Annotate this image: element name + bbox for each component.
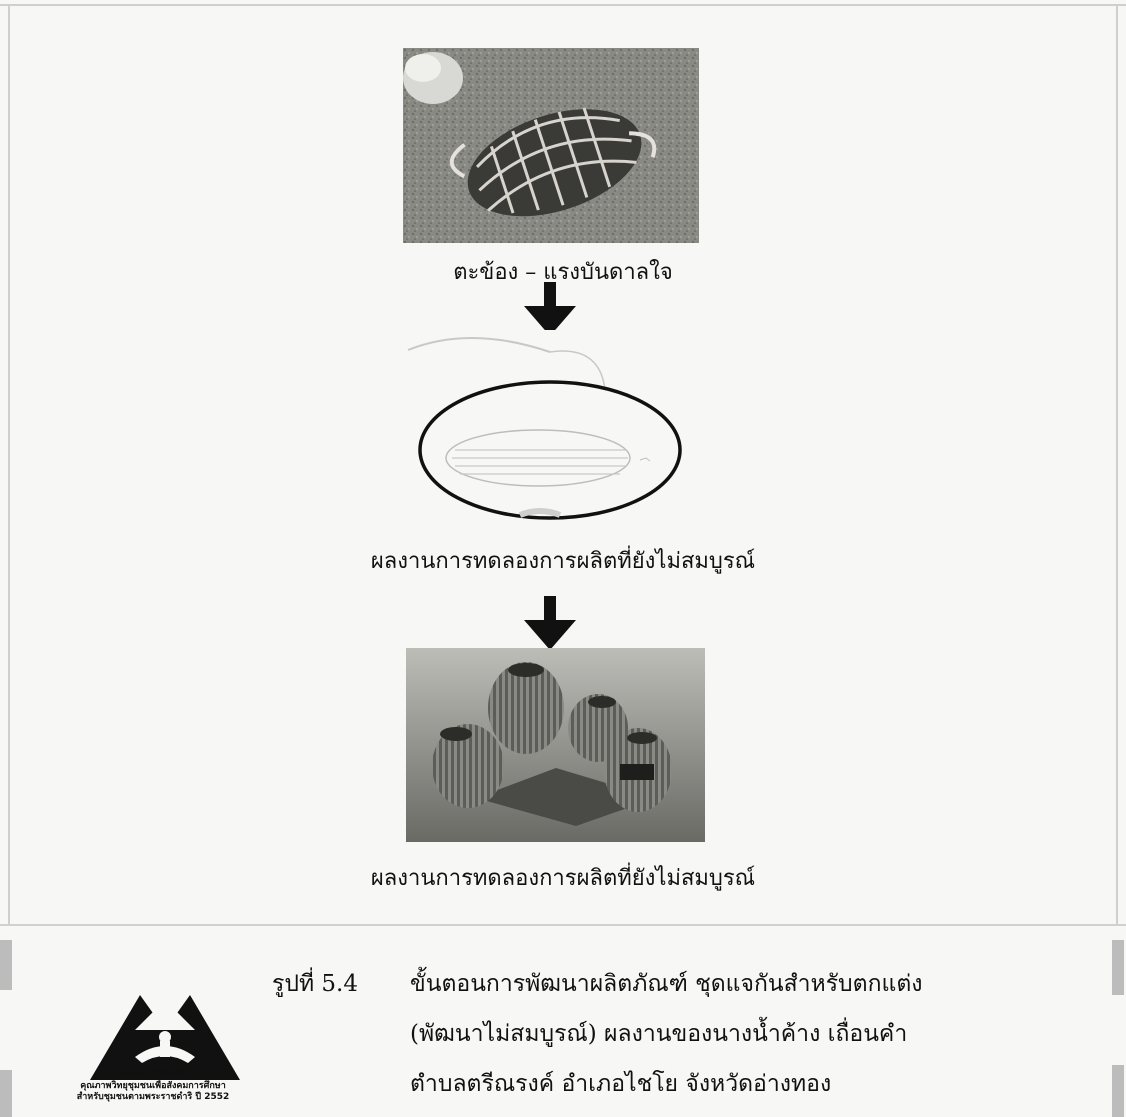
figure-label: รูปที่ 5.4 bbox=[272, 971, 359, 997]
section-divider bbox=[0, 924, 1126, 926]
figure-caption-line-1: ขั้นตอนการพัฒนาผลิตภัณฑ์ ชุดแจกันสำหรับต… bbox=[410, 971, 923, 997]
figure-caption-line-2: (พัฒนาไม่สมบูรณ์) ผลงานของนางน้ำค้าง เถื… bbox=[410, 1021, 908, 1047]
page-border-right bbox=[1116, 4, 1118, 924]
prototype-sketch bbox=[400, 330, 700, 525]
scan-edge-right bbox=[1112, 940, 1124, 995]
logo-text-line-3: สำหรับชุมชนตามพระราชดำริ ปี 2552 bbox=[76, 1092, 230, 1102]
logo-text-line-2: คุณภาพวิทยุชุมชนเพื่อสังคมการศึกษา bbox=[80, 1081, 226, 1091]
page-border-top bbox=[0, 4, 1126, 6]
fish-trap-photo bbox=[403, 48, 699, 243]
down-arrow-icon bbox=[524, 596, 576, 650]
down-arrow-icon bbox=[524, 282, 576, 336]
scan-edge-left bbox=[0, 940, 12, 990]
project-logo bbox=[90, 995, 240, 1080]
vases-photo bbox=[406, 648, 705, 842]
logo-text-line-1: โครงการยกระดับ bbox=[115, 1068, 191, 1079]
scan-edge-right bbox=[1112, 1065, 1124, 1117]
caption-sketch: ผลงานการทดลองการผลิตที่ยังไม่สมบูรณ์ bbox=[370, 549, 756, 574]
scan-edge-left bbox=[0, 1070, 12, 1117]
caption-inspiration: ตะข้อง – แรงบันดาลใจ bbox=[453, 260, 673, 285]
page-border-left bbox=[8, 4, 10, 924]
figure-caption-line-3: ตำบลตรีณรงค์ อำเภอไชโย จังหวัดอ่างทอง bbox=[410, 1071, 832, 1097]
caption-vases: ผลงานการทดลองการผลิตที่ยังไม่สมบูรณ์ bbox=[370, 866, 756, 891]
